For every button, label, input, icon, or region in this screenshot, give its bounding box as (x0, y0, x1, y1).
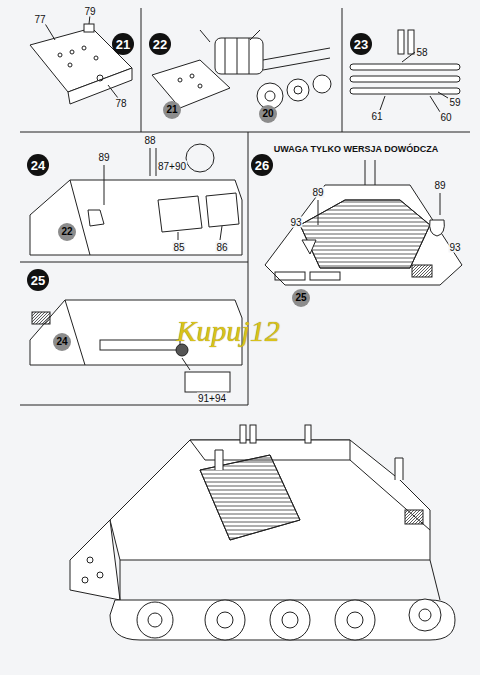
callout-number: 24 (56, 337, 67, 347)
part-number: 89 (97, 152, 110, 163)
reference-circle: 20 (259, 105, 277, 123)
callout-number: 25 (31, 274, 45, 287)
part-number: 59 (448, 97, 461, 108)
part-number: 60 (439, 112, 452, 123)
step-number: 26 (251, 154, 273, 176)
step-number: 24 (27, 154, 49, 176)
callout-number: 25 (295, 293, 306, 303)
reference-circle: 25 (292, 289, 310, 307)
callout-number: 23 (354, 38, 368, 51)
reference-circle: 22 (58, 223, 76, 241)
part-number: 86 (215, 242, 228, 253)
note-text: UWAGA TYLKO WERSJA DOWÓDCZA (273, 145, 439, 155)
callout-number: 21 (166, 105, 177, 115)
part-number: 93 (289, 217, 302, 228)
part-number: 85 (172, 242, 185, 253)
part-number: 89 (433, 180, 446, 191)
reference-circle: 21 (163, 101, 181, 119)
step-number: 25 (27, 269, 49, 291)
callout-number: 21 (116, 38, 130, 51)
callout-number: 20 (262, 109, 273, 119)
callout-number: 22 (61, 227, 72, 237)
part-number: 77 (33, 14, 46, 25)
callout-number: 22 (153, 38, 167, 51)
reference-circle: 24 (53, 333, 71, 351)
part-number: 58 (415, 47, 428, 58)
step-number: 23 (350, 33, 372, 55)
step-number: 22 (149, 33, 171, 55)
part-number: 93 (448, 242, 461, 253)
part-number: 88 (143, 135, 156, 146)
part-number: 61 (370, 111, 383, 122)
callout-number: 26 (255, 159, 269, 172)
part-number: 87+90 (157, 161, 187, 172)
part-number: 89 (311, 187, 324, 198)
watermark: Kupuj12 (175, 314, 280, 347)
part-number: 78 (114, 98, 127, 109)
part-number: 79 (83, 6, 96, 17)
step-number: 21 (112, 33, 134, 55)
part-number: 91+94 (197, 393, 227, 404)
callout-number: 24 (31, 159, 45, 172)
